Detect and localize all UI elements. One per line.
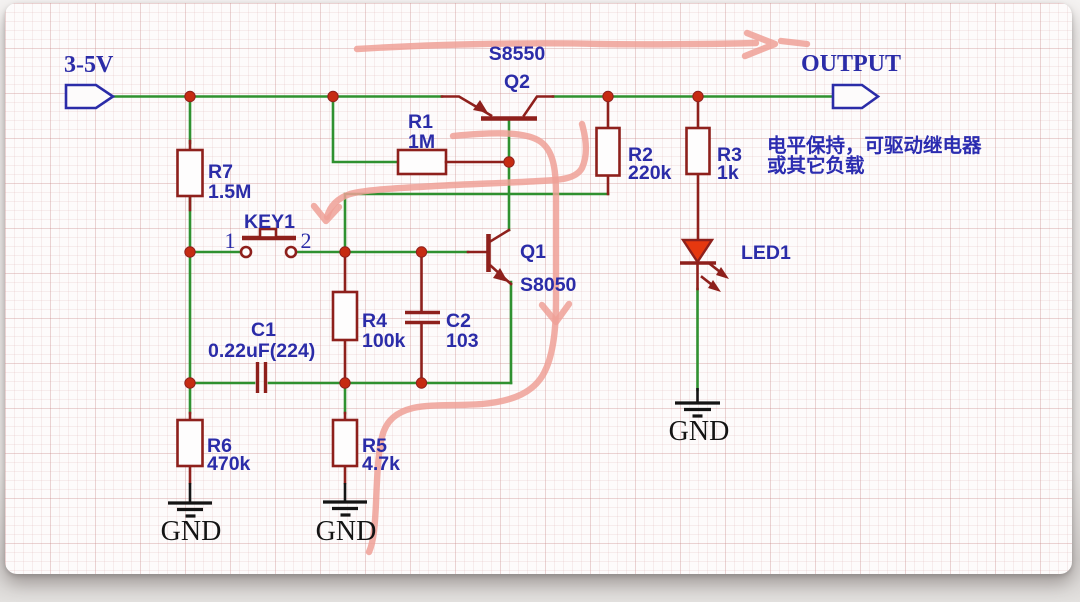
r3-body: [685, 126, 711, 176]
r5-ref-label: R5: [362, 435, 387, 457]
r6-value-label: 470k: [207, 453, 251, 475]
q1-collector-leg: [489, 228, 511, 243]
resistor-r5: [331, 411, 359, 485]
pushbutton-key1: [239, 227, 298, 259]
gnd-label-middle: GND: [316, 516, 377, 547]
junction-dot: [184, 377, 196, 389]
junction-dot: [339, 246, 351, 258]
r2-body: [595, 126, 621, 177]
r1-value-label: 1M: [408, 131, 435, 153]
current-flow-arrow-top: [353, 39, 760, 53]
q1-emitter-arrow-icon: [493, 268, 508, 282]
junction-dot: [184, 90, 196, 103]
schematic-canvas: [5, 3, 1072, 574]
arrowhead-key-icon: [310, 202, 343, 225]
q2-collector-leg: [522, 95, 555, 118]
ground-symbol-middle: [323, 483, 367, 517]
key1-actuator: [258, 227, 278, 239]
r4-value-label: 100k: [362, 330, 406, 352]
r7-body: [176, 148, 204, 198]
arrowhead-top-icon: [741, 29, 779, 60]
resistor-r6: [176, 411, 204, 485]
input-port-shape: [64, 83, 116, 110]
r5-body: [331, 418, 359, 468]
q1-part-label: S8050: [520, 274, 577, 296]
hand-drawn-annotations: [310, 29, 811, 556]
r6-body: [176, 418, 204, 468]
junction-dot: [339, 377, 351, 389]
current-flow-curve-short: [323, 120, 589, 221]
junction-dot: [602, 90, 614, 103]
led1-triangle: [680, 238, 715, 265]
c1-ref-label: C1: [251, 319, 276, 341]
junction-dots: [184, 90, 704, 389]
annotation-line1: 电平保持，可驱动继电器: [767, 134, 982, 157]
resistor-r4: [331, 252, 359, 385]
r5-value-label: 4.7k: [362, 453, 400, 475]
led1-ray1-arrow-icon: [716, 267, 729, 279]
junction-dot: [415, 377, 428, 389]
r1-body: [396, 148, 448, 176]
capacitor-c1: [255, 362, 268, 393]
arrow-overshoot-dash: [777, 37, 811, 48]
q2-ref-label: Q2: [504, 71, 530, 93]
r6-ref-label: R6: [207, 435, 232, 457]
wires: [111, 95, 835, 415]
r7-ref-label: R7: [208, 161, 233, 183]
c1-value-label: 0.22uF(224): [208, 340, 315, 362]
r4-ref-label: R4: [362, 310, 387, 332]
key1-ref-label: KEY1: [244, 211, 295, 233]
ground-symbol-right: [675, 388, 720, 418]
ground-symbol-left: [168, 483, 212, 518]
junction-dot: [415, 246, 428, 258]
transistor-q2: [440, 95, 555, 121]
resistor-r7: [176, 139, 204, 212]
output-port-label: OUTPUT: [801, 51, 901, 77]
r3-ref-label: R3: [717, 144, 742, 166]
junction-dot: [184, 246, 196, 258]
gnd-label-left: GND: [161, 516, 222, 547]
led1-ray2-arrow-icon: [708, 280, 721, 292]
key1-pin1-label: 1: [225, 228, 236, 253]
current-flow-curve-long: [365, 130, 560, 556]
r2-value-label: 220k: [628, 162, 672, 184]
r2-ref-label: R2: [628, 144, 653, 166]
q1-ref-label: Q1: [520, 241, 546, 263]
arrowhead-mid-icon: [538, 300, 573, 326]
r3-value-label: 1k: [717, 162, 739, 184]
junction-dot: [503, 156, 515, 168]
key1-pin2-label: 2: [301, 228, 312, 253]
c2-value-label: 103: [446, 330, 479, 352]
annotation-line2: 或其它负载: [767, 154, 865, 177]
r7-value-label: 1.5M: [208, 181, 251, 203]
r4-body: [331, 290, 359, 342]
wire-r2-feedback: [343, 192, 610, 254]
led1-ref-label: LED1: [741, 242, 791, 264]
gnd-label-right: GND: [669, 416, 730, 447]
r1-ref-label: R1: [408, 111, 433, 133]
labels: 3-5V OUTPUT S8550 Q2 Q1 S8050 R1 1M R7 1…: [64, 43, 982, 547]
led-led1: [680, 238, 729, 292]
c2-ref-label: C2: [446, 310, 471, 332]
junction-dot: [692, 90, 704, 103]
capacitor-c2: [405, 252, 440, 385]
resistor-r2: [595, 95, 621, 196]
transistor-q1: [466, 228, 513, 286]
output-port-shape: [831, 83, 881, 110]
resistor-r3: [685, 95, 711, 241]
q2-emitter-arrow-icon: [473, 100, 488, 113]
key1-pin1-contact: [239, 245, 253, 259]
junction-dot: [327, 90, 339, 103]
wire-r1-left: [331, 95, 400, 164]
input-port-label: 3-5V: [64, 52, 114, 78]
resistor-r1: [396, 148, 511, 176]
q2-part-label: S8550: [489, 43, 546, 65]
key1-pin2-contact: [284, 245, 298, 259]
